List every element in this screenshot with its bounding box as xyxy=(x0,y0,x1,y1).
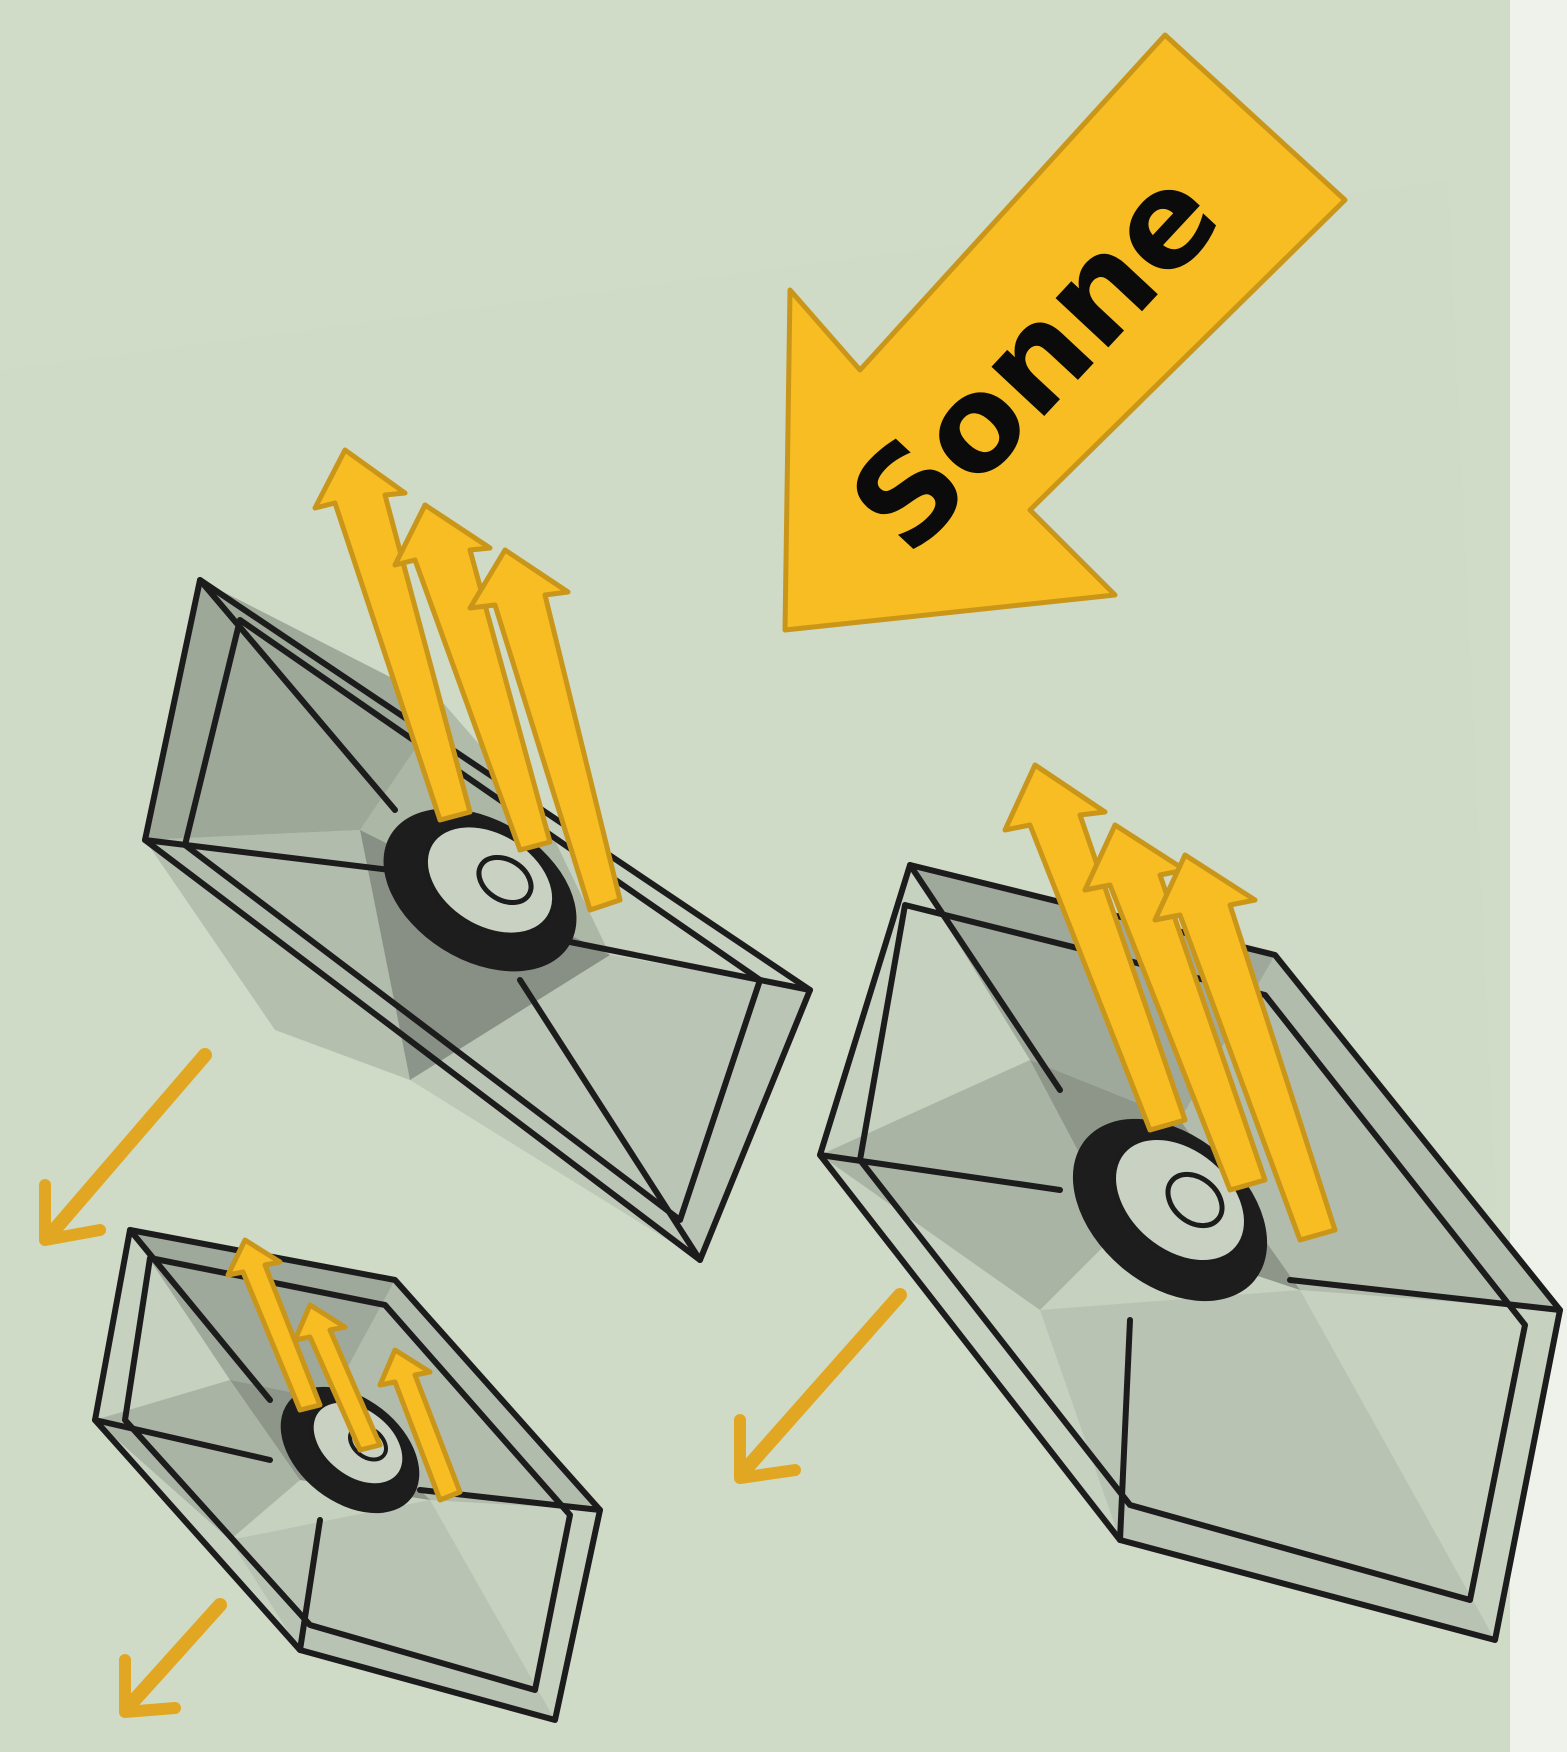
ray-arrow-icon xyxy=(1082,822,1268,1193)
large-reflector-top-left xyxy=(142,577,813,1263)
reflected-rays-top-left xyxy=(312,447,623,913)
sun-direction-arrow-icon xyxy=(782,32,1348,633)
arrow-head-icon xyxy=(734,1414,801,1484)
reflected-rays-right xyxy=(1002,762,1338,1243)
ray-arrow-icon xyxy=(467,547,623,913)
arrow-head-icon xyxy=(119,1654,181,1718)
ray-arrow-icon xyxy=(312,447,473,823)
scattered-ray-right xyxy=(734,1288,907,1484)
reflected-rays-small xyxy=(225,1237,463,1503)
ray-arrow-icon xyxy=(292,1302,383,1453)
ray-arrow-icon xyxy=(225,1237,323,1413)
large-reflector-right xyxy=(817,862,1563,1643)
ray-arrow-icon xyxy=(377,1347,463,1503)
ray-arrow-icon xyxy=(1002,762,1188,1133)
arrow-head-icon xyxy=(39,1179,106,1246)
ray-arrow-icon xyxy=(1152,852,1338,1243)
scattered-ray-small xyxy=(119,1598,227,1718)
ray-arrow-icon xyxy=(392,502,553,853)
scattered-ray-top-left xyxy=(39,1048,212,1246)
